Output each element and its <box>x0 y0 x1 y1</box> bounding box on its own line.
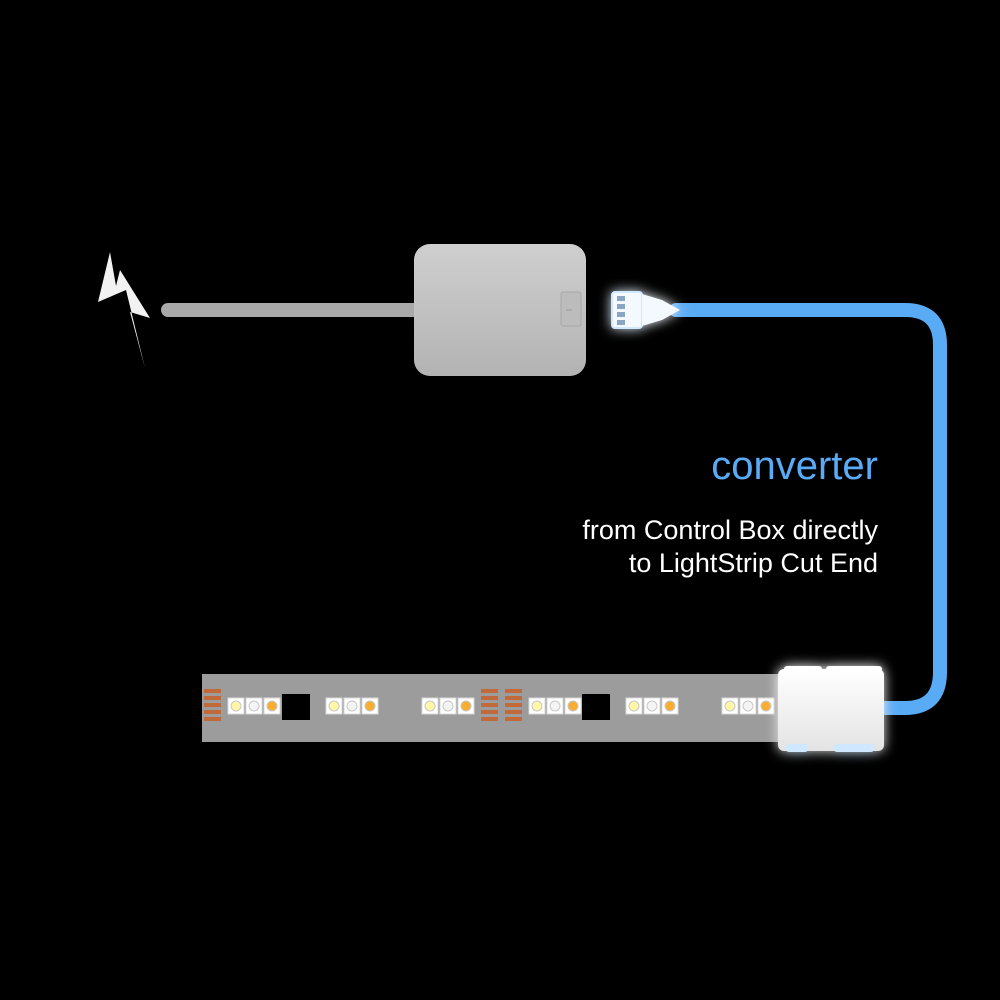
led-emitter <box>364 700 376 712</box>
solder-pad <box>481 696 498 700</box>
strip-clip-connector <box>778 666 884 752</box>
led-emitter <box>531 700 543 712</box>
caption-line-2: to LightStrip Cut End <box>628 548 878 578</box>
led-emitter <box>628 700 640 712</box>
driver-chip <box>282 694 310 720</box>
led-emitter <box>549 700 561 712</box>
solder-pad <box>505 717 522 721</box>
solder-pad <box>204 717 221 721</box>
solder-pad <box>505 703 522 707</box>
caption-title: converter <box>711 444 878 488</box>
led-emitter <box>742 700 754 712</box>
solder-pad <box>505 696 522 700</box>
led-emitter <box>760 700 772 712</box>
solder-pad <box>481 717 498 721</box>
solder-pad <box>204 703 221 707</box>
converter-cable <box>669 303 947 715</box>
led-emitter <box>664 700 676 712</box>
usb-port-icon <box>560 291 582 327</box>
led-emitter <box>724 700 736 712</box>
caption-line-1: from Control Box directly <box>582 515 878 545</box>
driver-chip <box>582 694 610 720</box>
connector-plug-icon <box>611 291 680 329</box>
led-light-strip <box>202 674 782 742</box>
lightning-bolt-icon <box>98 252 150 368</box>
solder-pad <box>204 710 221 714</box>
led-emitter <box>328 700 340 712</box>
solder-pad <box>505 710 522 714</box>
led-emitter <box>266 700 278 712</box>
led-emitter <box>567 700 579 712</box>
solder-pad <box>204 689 221 693</box>
led-emitter <box>460 700 472 712</box>
led-emitter <box>230 700 242 712</box>
solder-pad <box>505 689 522 693</box>
led-emitter <box>346 700 358 712</box>
solder-pad <box>481 689 498 693</box>
caption-description: from Control Box directly to LightStrip … <box>582 514 878 580</box>
led-emitter <box>424 700 436 712</box>
control-box <box>414 244 586 376</box>
led-emitter <box>248 700 260 712</box>
led-emitter <box>442 700 454 712</box>
solder-pad <box>481 710 498 714</box>
solder-pad <box>481 703 498 707</box>
led-emitter <box>646 700 658 712</box>
solder-pad <box>204 696 221 700</box>
